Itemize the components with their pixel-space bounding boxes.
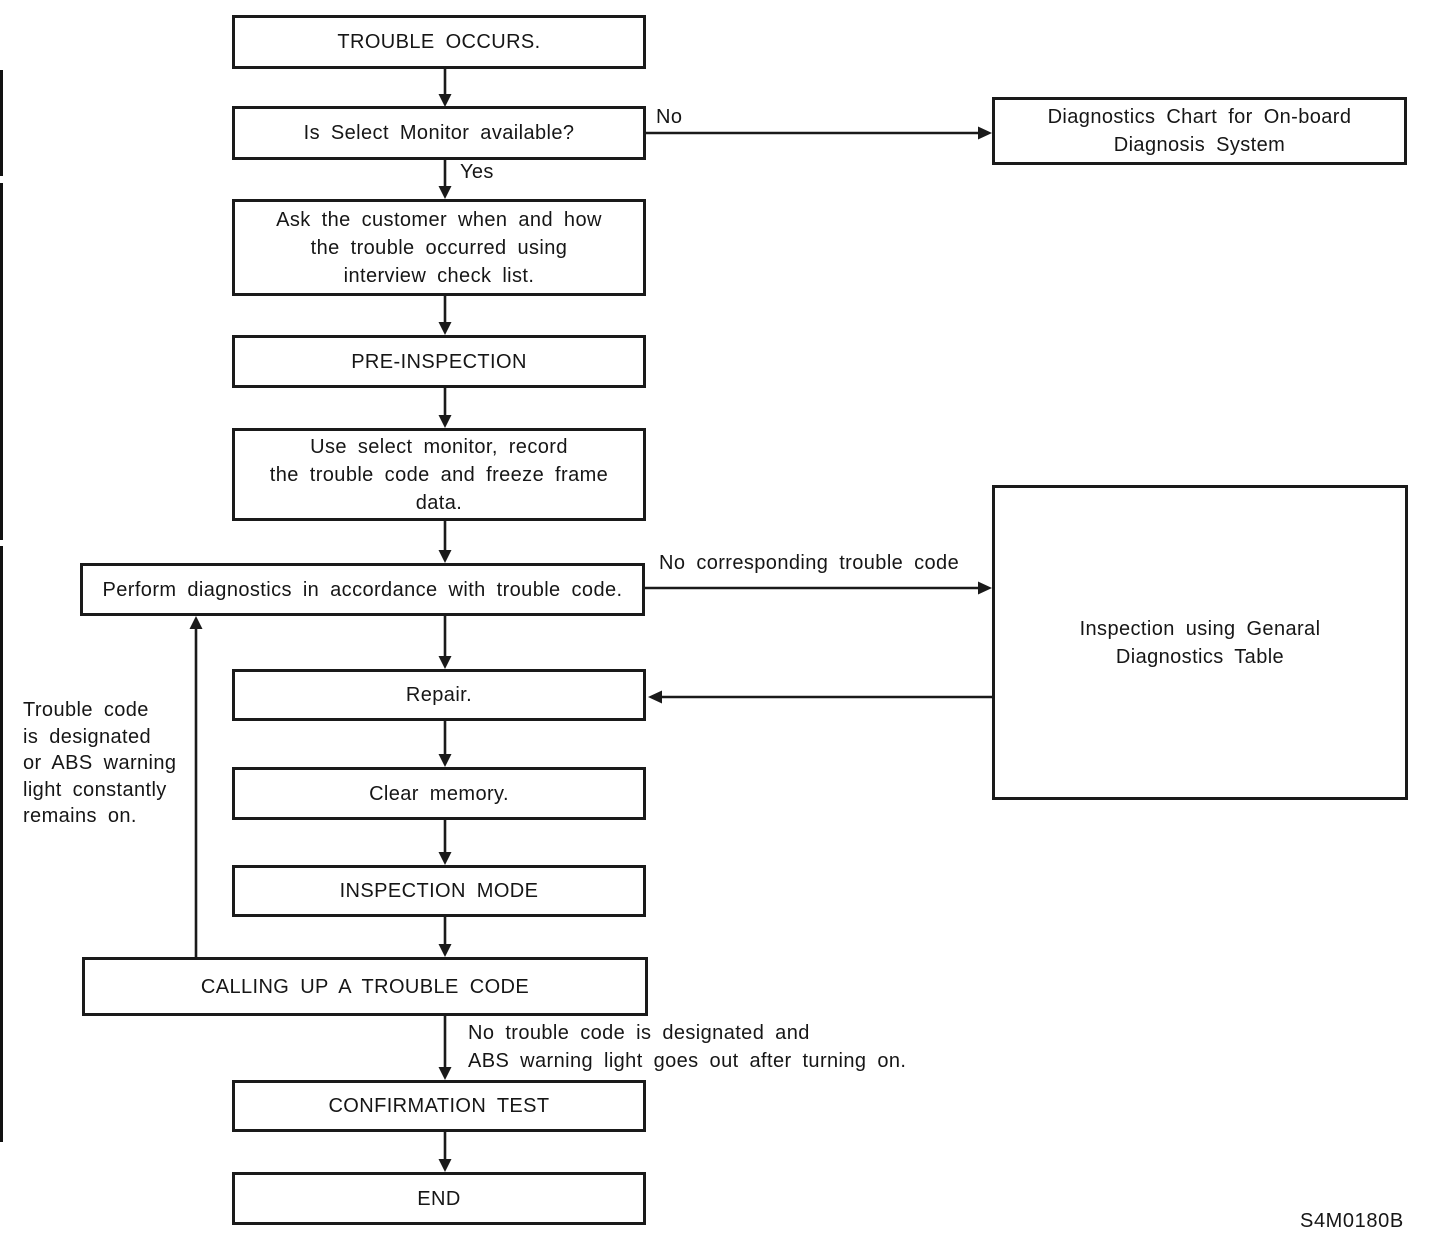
edge-label-no: No bbox=[656, 106, 683, 128]
arrow-down-calling-up-to-confirmation bbox=[438, 1016, 452, 1080]
node-inspection-general-table: Inspection using Genaral Diagnostics Tab… bbox=[992, 485, 1408, 800]
node-perform-diagnostics: Perform diagnostics in accordance with t… bbox=[80, 563, 645, 616]
arrow-down-trouble-to-question bbox=[438, 69, 452, 107]
node-diagnostics-chart-onboard-label: Diagnostics Chart for On-board Diagnosis… bbox=[1047, 106, 1352, 156]
edge-label-yes: Yes bbox=[460, 161, 494, 183]
node-calling-up-trouble-code-label: CALLING UP A TROUBLE CODE bbox=[200, 975, 530, 998]
node-ask-customer-label: Ask the customer when and how the troubl… bbox=[276, 208, 602, 287]
node-pre-inspection-label: PRE-INSPECTION bbox=[351, 350, 527, 373]
node-repair: Repair. bbox=[232, 669, 646, 721]
node-ask-customer: Ask the customer when and how the troubl… bbox=[232, 199, 646, 296]
node-inspection-general-table-label: Inspection using Genaral Diagnostics Tab… bbox=[1079, 617, 1321, 668]
page-edge-artifact bbox=[0, 183, 3, 540]
node-pre-inspection: PRE-INSPECTION bbox=[232, 335, 646, 388]
node-confirmation-test: CONFIRMATION TEST bbox=[232, 1080, 646, 1132]
arrow-down-ask-to-preinspection bbox=[438, 296, 452, 335]
node-calling-up-trouble-code: CALLING UP A TROUBLE CODE bbox=[82, 957, 648, 1016]
node-confirmation-test-label: CONFIRMATION TEST bbox=[328, 1095, 550, 1117]
node-select-monitor-question: Is Select Monitor available? bbox=[232, 106, 646, 160]
arrow-down-use-monitor-to-perform bbox=[438, 521, 452, 563]
arrow-up-feedback-calling-up-to-perform bbox=[189, 616, 203, 957]
node-use-select-monitor: Use select monitor, record the trouble c… bbox=[232, 428, 646, 521]
node-inspection-mode: INSPECTION MODE bbox=[232, 865, 646, 917]
edge-label-trouble-code-designated: Trouble code is designated or ABS warnin… bbox=[23, 699, 177, 827]
arrow-down-clear-memory-to-inspection-mode bbox=[438, 820, 452, 865]
node-clear-memory-label: Clear memory. bbox=[369, 782, 509, 805]
page-edge-artifact bbox=[0, 546, 3, 1142]
node-end: END bbox=[232, 1172, 646, 1225]
arrow-down-repair-to-clear-memory bbox=[438, 721, 452, 767]
node-perform-diagnostics-label: Perform diagnostics in accordance with t… bbox=[102, 578, 623, 601]
node-inspection-mode-label: INSPECTION MODE bbox=[339, 880, 539, 902]
edge-label-no-corresponding-trouble-code: No corresponding trouble code bbox=[659, 552, 960, 574]
node-trouble-occurs-label: TROUBLE OCCURS. bbox=[337, 31, 541, 53]
arrow-down-inspection-mode-to-calling-up bbox=[438, 917, 452, 957]
arrow-right-no-corresponding-to-inspection bbox=[645, 581, 992, 595]
arrow-right-no-to-diagnostics-chart bbox=[646, 126, 992, 140]
node-diagnostics-chart-onboard: Diagnostics Chart for On-board Diagnosis… bbox=[992, 97, 1407, 165]
arrow-down-perform-to-repair bbox=[438, 616, 452, 669]
page-edge-artifact bbox=[0, 70, 3, 176]
node-select-monitor-question-label: Is Select Monitor available? bbox=[303, 122, 575, 144]
arrow-down-preinspection-to-use-monitor bbox=[438, 388, 452, 428]
node-use-select-monitor-label: Use select monitor, record the trouble c… bbox=[269, 435, 609, 514]
node-repair-label: Repair. bbox=[405, 684, 473, 706]
arrow-down-yes-to-ask-customer bbox=[438, 160, 452, 199]
arrow-down-confirmation-to-end bbox=[438, 1132, 452, 1172]
arrow-left-inspection-to-repair bbox=[648, 690, 992, 704]
edge-label-no-trouble-code-designated: No trouble code is designated and ABS wa… bbox=[468, 1022, 907, 1072]
figure-code: S4M0180B bbox=[1300, 1210, 1404, 1232]
node-end-label: END bbox=[417, 1187, 461, 1210]
node-trouble-occurs: TROUBLE OCCURS. bbox=[232, 15, 646, 69]
node-clear-memory: Clear memory. bbox=[232, 767, 646, 820]
